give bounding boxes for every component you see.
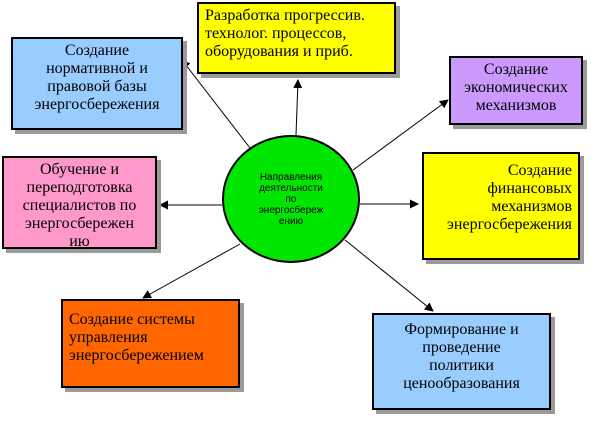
arrow-to-top <box>293 79 303 136</box>
arrow-to-bottom-right <box>344 239 434 312</box>
node-regulatory-base: Создание нормативной и правовой базы эне… <box>11 37 183 130</box>
node-training-specialists: Обучение и переподготовка специалистов п… <box>2 156 157 250</box>
node-financial-mechanisms: Создание финансовых механизмов энергосбе… <box>422 152 580 260</box>
node-technology-development: Разработка прогрессив. технолог. процесс… <box>197 2 396 74</box>
arrow-to-top-left <box>181 59 251 149</box>
arrow-to-top-right <box>352 99 449 171</box>
node-pricing-policy: Формирование и проведение политики ценоо… <box>372 313 551 410</box>
node-management-system: Создание системы управления энергосбереж… <box>61 299 240 388</box>
center-node: Направления деятельности по энергосбереж… <box>222 135 360 263</box>
arrow-to-bottom-left <box>142 243 241 299</box>
node-economic-mechanisms: Создание экономических механизмов <box>449 56 583 125</box>
